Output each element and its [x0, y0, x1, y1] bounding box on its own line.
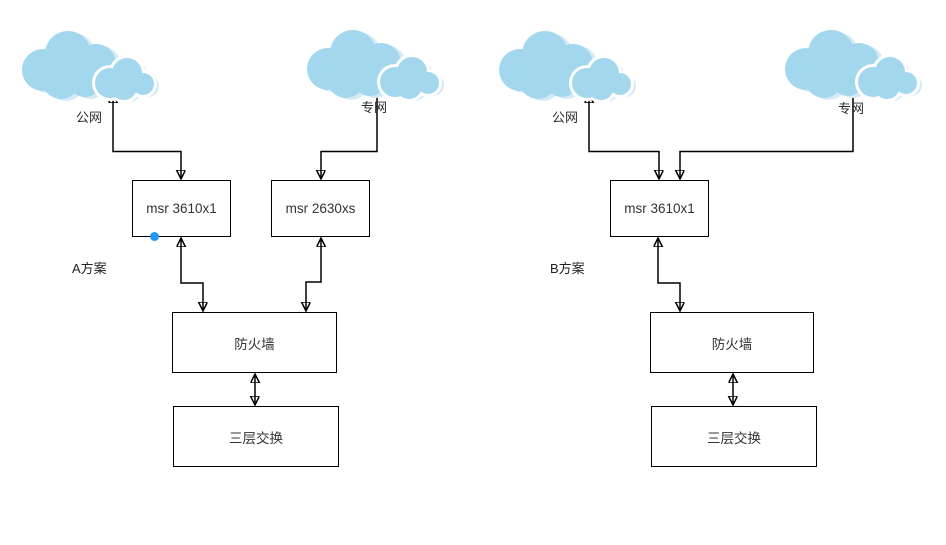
node-label: msr 3610x1	[624, 201, 695, 216]
node-label: 三层交换	[707, 430, 761, 446]
connector-a-router2-to-firewall[interactable]	[306, 238, 321, 311]
connector-a-private-cloud-to-router2[interactable]	[321, 82, 377, 179]
node-label: msr 3610x1	[146, 201, 217, 216]
cloud-private-network-a[interactable]	[298, 23, 448, 105]
node-label: msr 2630xs	[285, 201, 356, 216]
connector-b-public-cloud-to-router[interactable]	[589, 94, 659, 179]
label-scheme-b[interactable]: B方案	[550, 261, 585, 276]
connection-point-dot[interactable]	[150, 232, 159, 241]
connector-a-public-cloud-to-router1[interactable]	[113, 94, 181, 179]
connector-b-router-to-firewall[interactable]	[658, 238, 680, 311]
label-cloud-private-a[interactable]: 专网	[361, 100, 388, 115]
connector-b-private-cloud-to-router[interactable]	[680, 82, 853, 179]
label-cloud-public-a[interactable]: 公网	[76, 110, 103, 125]
label-scheme-a[interactable]: A方案	[72, 261, 107, 276]
node-router-msr3610x1-a[interactable]: msr 3610x1	[132, 180, 231, 237]
label-cloud-private-b[interactable]: 专网	[838, 101, 865, 116]
label-cloud-public-b[interactable]: 公网	[552, 110, 579, 125]
node-router-msr3610x1-b[interactable]: msr 3610x1	[610, 180, 709, 237]
node-label: 防火墙	[234, 336, 275, 352]
node-layer3-switch-a[interactable]: 三层交换	[173, 406, 339, 467]
node-firewall-a[interactable]: 防火墙	[172, 312, 337, 373]
connector-a-router1-to-firewall[interactable]	[181, 238, 203, 311]
node-router-msr2630xs-a[interactable]: msr 2630xs	[271, 180, 370, 237]
node-firewall-b[interactable]: 防火墙	[650, 312, 814, 373]
node-layer3-switch-b[interactable]: 三层交换	[651, 406, 817, 467]
node-label: 防火墙	[711, 336, 753, 352]
cloud-public-network-a[interactable]	[13, 24, 163, 106]
node-label: 三层交换	[229, 430, 283, 446]
cloud-public-network-b[interactable]	[490, 24, 640, 106]
cloud-private-network-b[interactable]	[776, 23, 926, 105]
